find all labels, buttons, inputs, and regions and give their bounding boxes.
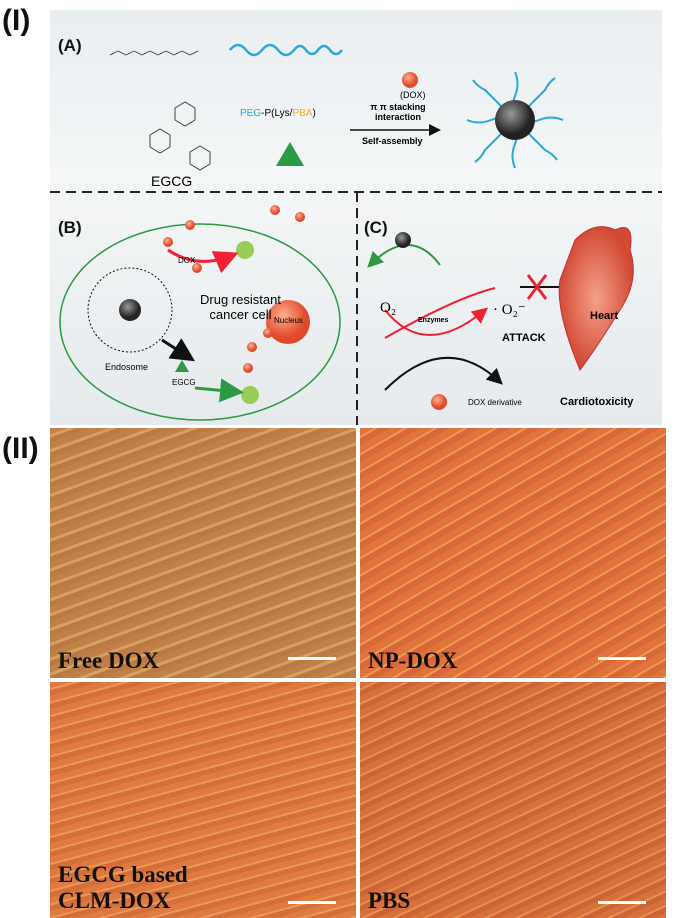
enzymes-label: Enzymes — [418, 317, 449, 324]
scale-bar — [288, 657, 336, 660]
panel-C-label: (C) — [364, 218, 388, 237]
scale-bar — [598, 657, 646, 660]
micrograph-label: NP-DOX — [368, 648, 458, 673]
panel-B-label: (B) — [58, 218, 82, 237]
pgp-pump-icon — [241, 386, 259, 404]
dox-label: (DOX) — [400, 90, 426, 100]
endosome-label: Endosome — [105, 362, 149, 372]
cell-label-line2: cancer cell — [209, 307, 272, 322]
pgp-pump-icon — [236, 241, 254, 259]
heart-label: Heart — [590, 310, 619, 322]
arrow — [384, 356, 503, 391]
schematic-drawing — [50, 43, 662, 425]
egcg-label: EGCG — [172, 378, 196, 387]
egcg-triangle-icon — [276, 142, 304, 166]
polymer-name: PEG-P(Lys/PBA) — [240, 108, 316, 119]
stacking-text: π π stacking — [370, 102, 426, 112]
arrow — [384, 287, 496, 339]
polymer-chain-icon — [229, 43, 343, 57]
nucleus-label: Nucleus — [274, 316, 303, 325]
micrograph-label: PBS — [368, 888, 411, 913]
cancer-cell-outline — [59, 223, 341, 421]
arrow — [194, 378, 244, 403]
attack-label: ATTACK — [502, 332, 546, 344]
cell-label-line1: Drug resistant — [200, 292, 281, 307]
arrow — [367, 244, 441, 268]
dox-label: DOX — [178, 256, 196, 265]
egcg-structure — [149, 101, 211, 171]
enzyme-arrow — [384, 307, 489, 336]
micrograph-label: Free DOX — [58, 648, 160, 673]
arrow-label-bottom: Self-assembly — [362, 136, 423, 146]
panel-A-label: (A) — [58, 36, 82, 55]
dox-derivative-label: DOX derivative — [468, 398, 522, 407]
peg-text: PEG — [240, 108, 262, 119]
micrograph-pbs: PBS — [360, 682, 666, 918]
micrograph-free-dox: Free DOX — [50, 428, 356, 678]
pba-text: PBA — [292, 108, 313, 119]
part-I-label: (I) — [2, 4, 31, 37]
micrograph-label: EGCG based CLM-DOX — [58, 862, 188, 913]
oxygen-label: O₂ — [380, 300, 397, 316]
polymer-structure — [109, 50, 199, 56]
superoxide-label: · O₂⁻ — [493, 302, 526, 318]
interaction-text: interaction — [374, 112, 421, 122]
arrow — [167, 248, 239, 274]
cardiotoxicity-label: Cardiotoxicity — [560, 396, 634, 408]
paren-text: ) — [312, 108, 316, 119]
micelle-icon — [395, 232, 411, 248]
scale-bar — [288, 901, 336, 904]
nucleus-icon — [266, 300, 310, 344]
lys-text: -P(Lys/ — [261, 108, 293, 119]
micelle-icon — [119, 299, 141, 321]
arrow — [161, 338, 196, 362]
schematic-panel: (A) PEG-P(Lys/PBA) EGCG (DOX) π π stacki… — [50, 10, 662, 425]
dox-sphere-icon — [431, 394, 447, 410]
micrograph-egcg-clm-dox: EGCG based CLM-DOX — [50, 682, 356, 918]
micelle-icon — [466, 71, 564, 169]
dox-sphere-icon — [402, 72, 418, 88]
scale-bar — [598, 901, 646, 904]
endosome-outline — [87, 267, 173, 353]
egcg-triangle-icon — [175, 360, 189, 372]
heart-icon — [558, 226, 634, 372]
egcg-label: EGCG — [151, 173, 193, 189]
block-x-icon — [526, 274, 548, 300]
part-II-label: (II) — [2, 432, 39, 465]
dox-molecules — [163, 205, 305, 373]
micrograph-np-dox: NP-DOX — [360, 428, 666, 678]
